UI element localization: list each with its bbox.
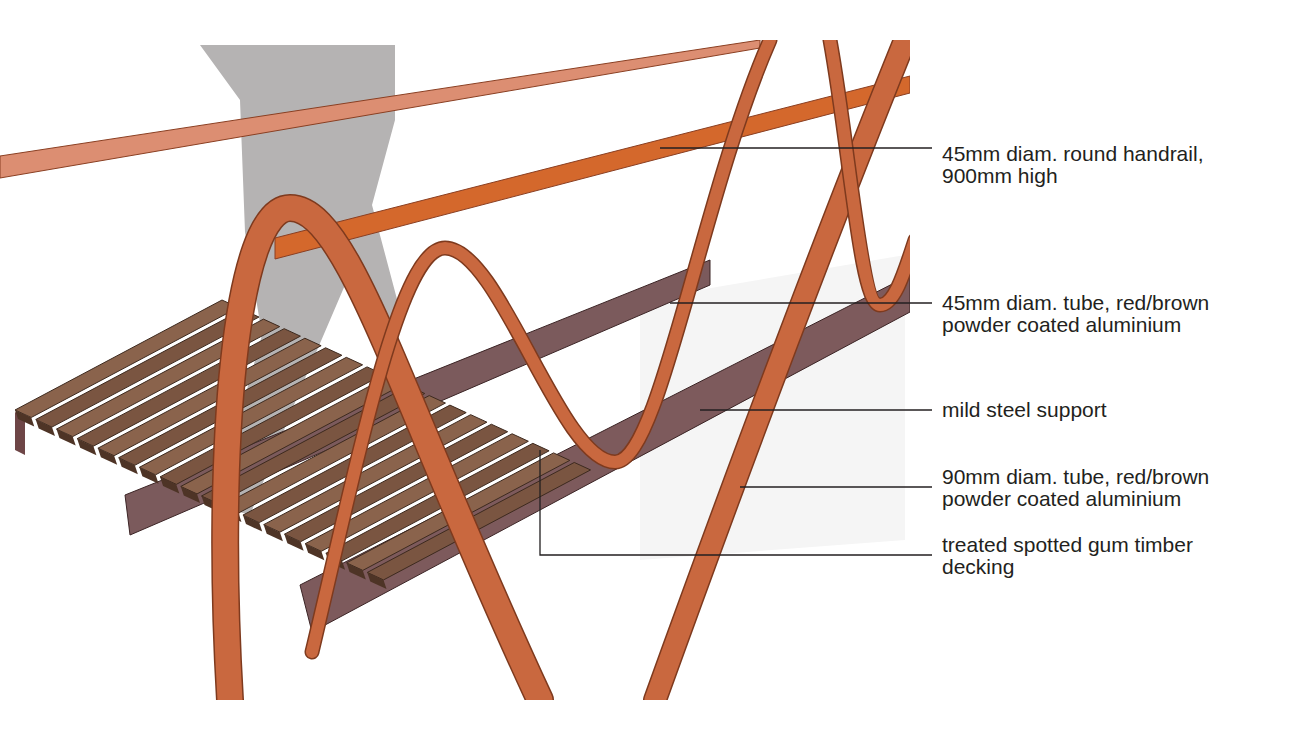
callout-label: 90mm diam. tube, red/brown powder coated… [942, 466, 1262, 510]
callout-label: mild steel support [942, 399, 1262, 421]
plank-edge [367, 572, 386, 588]
callout-label: 45mm diam. round handrail, 900mm high [942, 143, 1262, 187]
plank-edge [181, 486, 200, 502]
plank-edge [284, 534, 303, 550]
callout-label: treated spotted gum timber decking [942, 534, 1262, 578]
plank-edge [264, 525, 283, 541]
plank-edge [243, 515, 262, 531]
plank-edge [98, 448, 117, 464]
plank-edge [305, 544, 324, 560]
tubes [225, 40, 910, 700]
callout-label: 45mm diam. tube, red/brown powder coated… [942, 292, 1262, 336]
plank-edge [77, 439, 96, 455]
plank-edge [36, 420, 55, 436]
plank-edge [119, 458, 138, 474]
plank-edge [56, 429, 75, 445]
plank-edge [160, 477, 179, 493]
plank-edge [347, 563, 366, 579]
plank-edge [15, 410, 34, 426]
leader-lines [540, 148, 932, 555]
round-handrail [275, 76, 910, 259]
plank-edge [139, 467, 158, 483]
timber-deck [15, 300, 591, 589]
